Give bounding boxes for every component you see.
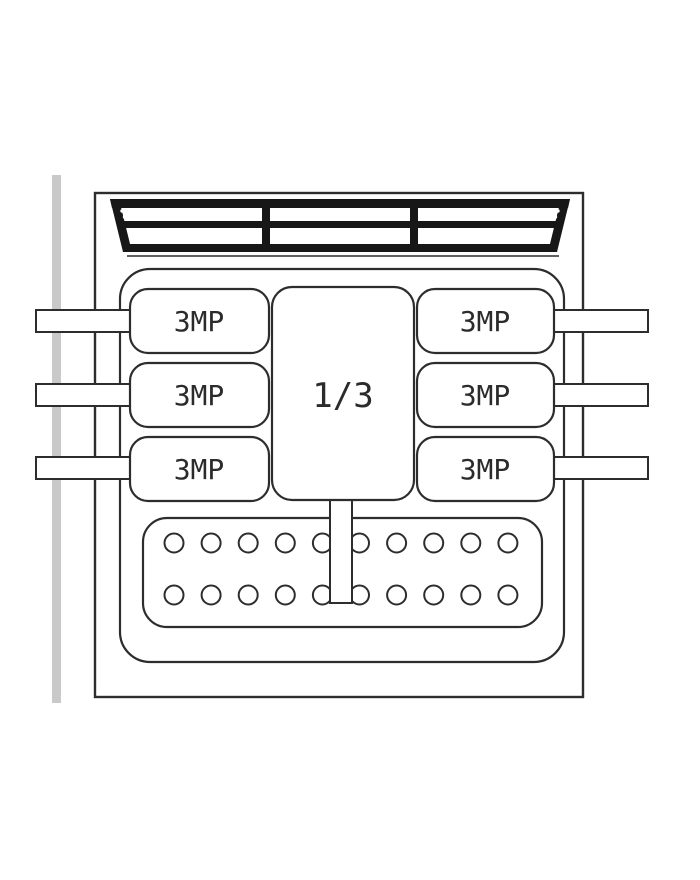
perforation-hole — [163, 532, 185, 554]
perforation-hole — [274, 584, 296, 606]
perforation-hole — [200, 584, 222, 606]
perforation-hole — [237, 532, 259, 554]
burner-box-1 — [128, 287, 271, 355]
burner-boxes: 3MP 3MP 3MP 3MP 3MP 3MP — [128, 287, 556, 503]
right-tab-1 — [549, 309, 649, 333]
burner-label-1: 3MP — [174, 305, 225, 338]
perforation-hole — [237, 584, 259, 606]
perforation-hole — [497, 532, 519, 554]
grille-bottom-bar — [126, 244, 554, 252]
perforation-hole — [423, 584, 445, 606]
left-tab-2 — [35, 383, 135, 407]
left-tab-1 — [35, 309, 135, 333]
grille-screw-hole — [122, 215, 127, 219]
burner-label-6: 3MP — [460, 453, 511, 486]
right-tab-3 — [549, 456, 649, 480]
burner-box-5 — [128, 435, 271, 503]
burner-box-2 — [415, 287, 556, 355]
perforation-hole — [423, 532, 445, 554]
perforation-hole — [274, 532, 296, 554]
grille-screw-hole — [556, 209, 560, 213]
perforation-holes — [163, 532, 519, 606]
grille-divider-2 — [410, 208, 418, 244]
perforation-hole — [200, 532, 222, 554]
burner-label-4: 3MP — [460, 379, 511, 412]
center-module-box — [270, 285, 416, 502]
perforation-hole — [163, 584, 185, 606]
grille-right-end — [548, 199, 570, 252]
burner-box-4 — [415, 361, 556, 429]
perforation-hole — [386, 584, 408, 606]
grille-middle-slat — [124, 221, 556, 228]
perforation-hole — [460, 532, 482, 554]
vent-grille — [110, 199, 570, 257]
burner-box-3 — [128, 361, 271, 429]
grille-left-end — [110, 199, 132, 252]
burner-label-5: 3MP — [174, 453, 225, 486]
wall-edge-bar — [52, 175, 61, 703]
perforation-hole — [497, 584, 519, 606]
grille-divider-1 — [262, 208, 270, 244]
perforation-hole — [460, 584, 482, 606]
burner-label-3: 3MP — [174, 379, 225, 412]
grille-screw-hole — [120, 209, 124, 213]
burner-box-6 — [415, 435, 556, 503]
center-module-stem — [329, 497, 353, 604]
burner-label-2: 3MP — [460, 305, 511, 338]
right-tab-2 — [549, 383, 649, 407]
grille-top-bar — [110, 199, 570, 208]
left-tab-3 — [35, 456, 135, 480]
perforation-hole — [386, 532, 408, 554]
center-module-label: 1/3 — [312, 376, 373, 416]
grille-screw-hole — [553, 215, 558, 219]
